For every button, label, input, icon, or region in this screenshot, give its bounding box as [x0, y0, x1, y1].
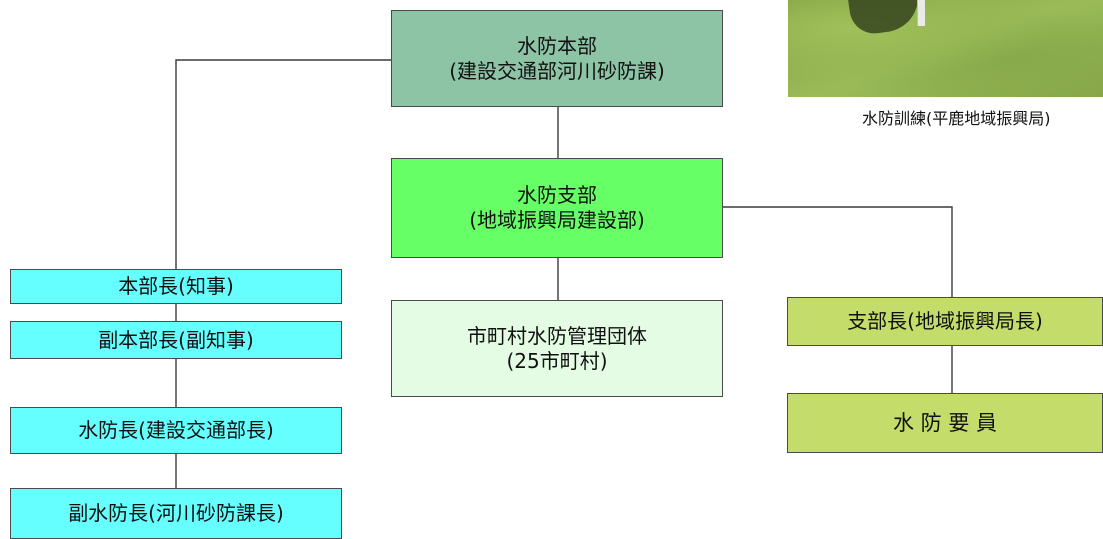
branch-head-box: 支部長(地域振興局長) [787, 297, 1103, 346]
left-chain-label: 水防長(建設交通部長) [78, 418, 274, 442]
tree-shadow [847, 0, 923, 37]
left-chain-item: 水防長(建設交通部長) [10, 407, 342, 454]
municipal-box: 市町村水防管理団体 (25市町村) [391, 300, 723, 397]
connector-branch-right [723, 206, 953, 297]
left-chain-item: 副水防長(河川砂防課長) [10, 488, 342, 539]
left-chain-label: 副本部長(副知事) [98, 327, 254, 352]
municipal-subtitle: (25市町村) [506, 348, 608, 373]
branch-staff-box: 水 防 要 員 [787, 393, 1103, 453]
left-chain-item: 副本部長(副知事) [10, 321, 342, 359]
flood-drill-photo [788, 0, 1103, 97]
branch-box: 水防支部 (地域振興局建設部) [391, 158, 723, 258]
stake-post [917, 0, 925, 26]
branch-staff-label: 水 防 要 員 [892, 410, 998, 435]
hq-title: 水防本部 [517, 33, 597, 58]
connector-hq-left [175, 59, 391, 269]
left-chain-item: 本部長(知事) [10, 269, 342, 304]
photo-caption: 水防訓練(平鹿地域振興局) [862, 109, 1051, 128]
hq-box: 水防本部 (建設交通部河川砂防課) [391, 10, 723, 107]
left-chain-label: 本部長(知事) [118, 274, 234, 298]
branch-title: 水防支部 [517, 183, 597, 207]
left-chain-label: 副水防長(河川砂防課長) [68, 501, 284, 525]
branch-subtitle: (地域振興局建設部) [469, 208, 645, 232]
municipal-title: 市町村水防管理団体 [467, 323, 647, 348]
branch-head-label: 支部長(地域振興局長) [847, 309, 1043, 333]
hq-subtitle: (建設交通部河川砂防課) [449, 58, 665, 83]
